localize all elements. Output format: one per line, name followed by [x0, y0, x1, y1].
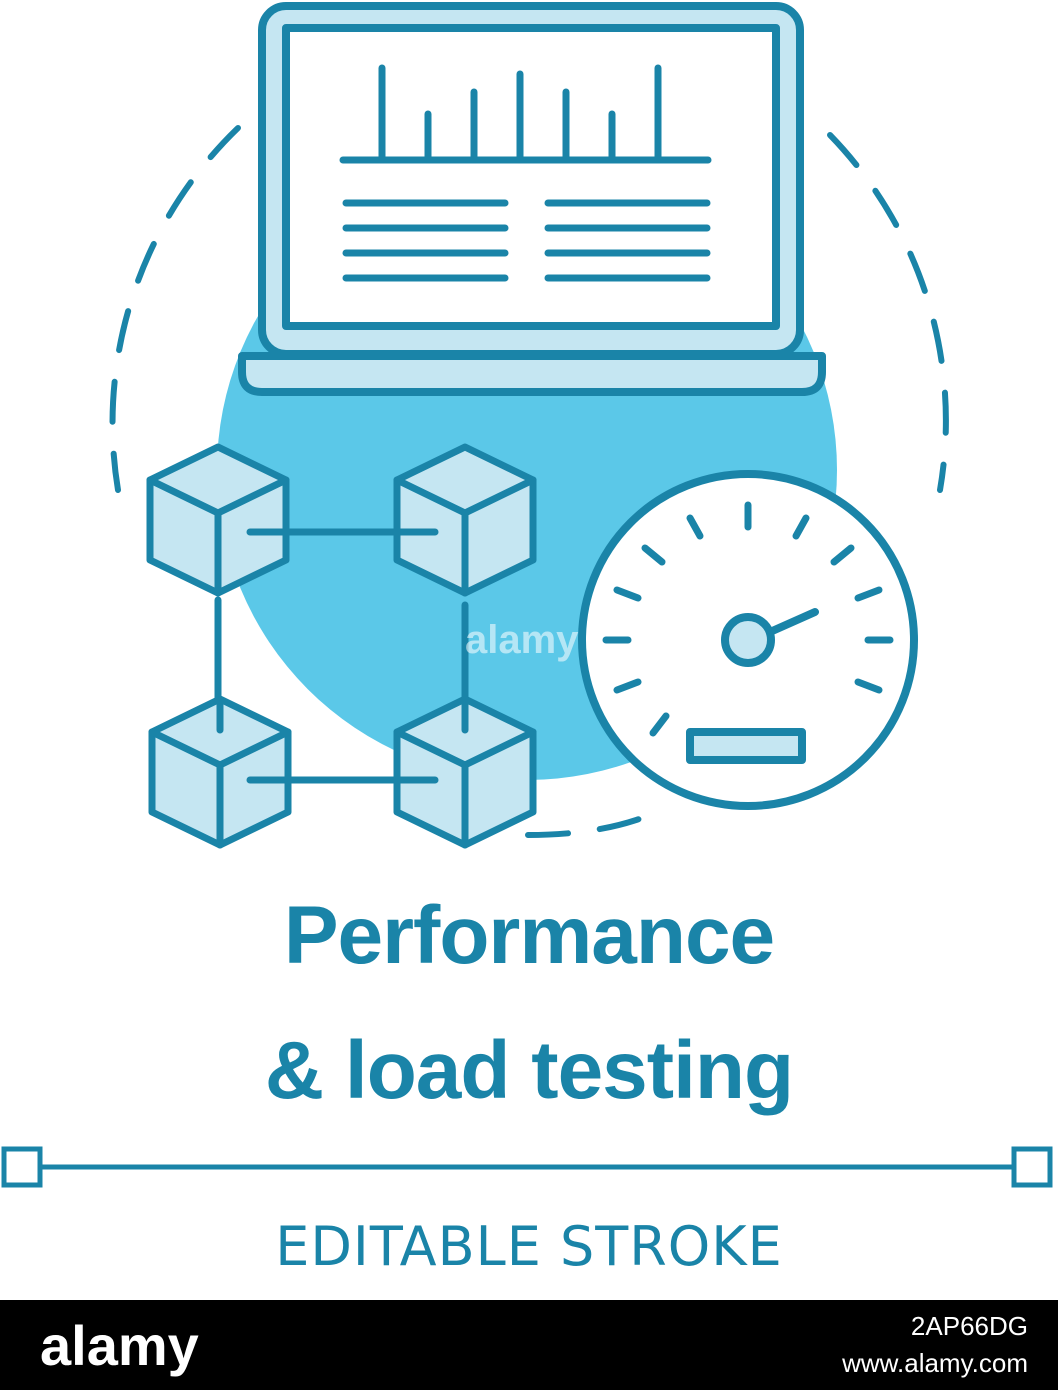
speedometer-hub	[721, 613, 775, 667]
title-line-1: Performance	[283, 890, 775, 981]
stroke-handle-right	[1011, 1146, 1053, 1188]
editable-stroke-label: EDITABLE STROKE	[275, 1215, 783, 1278]
title-line-2: & load testing	[264, 1025, 794, 1116]
speedometer-display	[686, 728, 806, 764]
bar-chart-icon	[339, 64, 712, 164]
footer-image-id: 2AP66DG	[910, 1311, 1028, 1341]
laptop-icon	[238, 2, 826, 396]
watermark-text: alamy	[465, 618, 579, 662]
dashed-ring	[109, 125, 949, 838]
concept-illustration	[1, 2, 1053, 1188]
footer-logo: alamy	[40, 1314, 199, 1377]
footer-bar	[0, 1300, 1058, 1390]
stroke-indicator	[1, 1146, 1053, 1188]
speedometer-ticks	[602, 501, 894, 737]
cube-top-left	[146, 443, 290, 597]
screen-text-lines	[342, 199, 711, 282]
network-cubes-icon	[146, 443, 537, 849]
speedometer-needle	[766, 608, 819, 636]
cube-top-right	[393, 443, 537, 597]
laptop-base	[238, 352, 826, 396]
stroke-handle-left	[1, 1146, 43, 1188]
footer-url: www.alamy.com	[842, 1348, 1028, 1378]
speedometer-icon	[578, 470, 918, 810]
